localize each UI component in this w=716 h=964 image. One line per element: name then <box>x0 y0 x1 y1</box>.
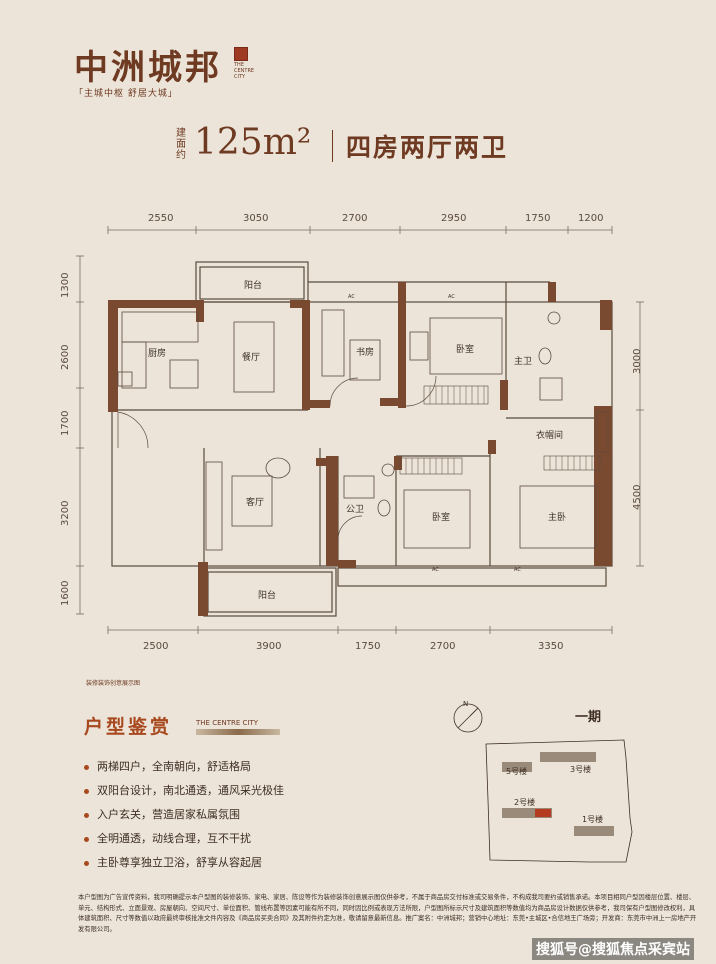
bullet-icon <box>84 812 89 818</box>
ac-label-bedroom-mid: AC <box>432 567 439 573</box>
feature-text: 入户玄关，营造居家私属氛围 <box>97 808 240 821</box>
brand-name: 中洲城邦 <box>74 48 222 88</box>
feature-item: 两梯四户，全南朝向，舒适格局 <box>84 758 251 774</box>
dim-bottom-4: 2700 <box>430 641 456 652</box>
bullet-icon <box>84 764 89 770</box>
site-phase-label: 一期 <box>575 710 602 725</box>
brand-english: THE CENTRE CITY <box>234 62 255 80</box>
room-bedroom-mid: 卧室 <box>432 513 451 523</box>
building-label-2: 2号楼 <box>514 798 536 807</box>
dim-top-4: 2950 <box>441 213 467 224</box>
compass-north-label: N <box>463 700 469 708</box>
dim-bottom-3: 1750 <box>355 641 381 652</box>
watermark: 搜狐号@搜狐焦点采宾站 <box>532 938 694 960</box>
room-public-bath: 公卫 <box>346 505 365 515</box>
dim-top-1: 2550 <box>148 213 174 224</box>
dim-top-5: 1750 <box>525 213 551 224</box>
dim-top-6: 1200 <box>578 213 604 224</box>
room-master-bedroom: 主卧 <box>548 513 567 523</box>
feature-item: 入户玄关，营造居家私属氛围 <box>84 806 240 822</box>
room-balcony-top: 阳台 <box>244 281 263 291</box>
layout-type: 四房两厅两卫 <box>346 133 509 162</box>
room-living: 客厅 <box>246 498 265 508</box>
decorative-bar <box>196 729 280 735</box>
dim-left-1: 1300 <box>60 272 71 298</box>
bullet-icon <box>84 788 89 794</box>
brand-seal-icon <box>234 47 248 61</box>
current-building-marker <box>535 809 551 817</box>
appreciation-title: 户型鉴赏 <box>84 716 173 738</box>
appreciation-english: THE CENTRE CITY <box>196 719 259 727</box>
room-balcony-bottom: 阳台 <box>258 591 277 601</box>
room-kitchen: 厨房 <box>148 349 167 359</box>
dim-left-3: 1700 <box>60 410 71 436</box>
brand-slogan: 「主城中枢 舒居大城」 <box>74 89 178 99</box>
feature-item: 双阳台设计，南北通透，通风采光极佳 <box>84 782 284 798</box>
room-study: 书房 <box>356 348 375 358</box>
feature-text: 两梯四户，全南朝向，舒适格局 <box>97 760 251 773</box>
building-label-3: 3号楼 <box>570 765 592 774</box>
dim-bottom-5: 3350 <box>538 641 564 652</box>
ac-label-bedroom: AC <box>448 294 455 300</box>
area-divider <box>332 130 333 162</box>
dim-right-1: 3000 <box>632 348 643 374</box>
area-value: 125m² <box>194 122 312 163</box>
bullet-icon <box>84 836 89 842</box>
area-label: 建面约 <box>176 128 186 161</box>
disclaimer-text: 本户型图为广告宣传资料，我司明确提示本户型图的装修装饰、家电、家居、陈设等作为装… <box>78 894 697 933</box>
feature-text: 主卧尊享独立卫浴，舒享从容起居 <box>97 856 262 869</box>
dim-left-4: 3200 <box>60 500 71 526</box>
building-label-5: 5号楼 <box>506 767 528 776</box>
bullet-icon <box>84 860 89 866</box>
floorplan-note: 装修装饰创意展示图 <box>86 680 141 687</box>
room-closet: 衣帽间 <box>536 431 564 441</box>
feature-text: 全明通透，动线合理，互不干扰 <box>97 832 251 845</box>
dim-left-2: 2600 <box>60 344 71 370</box>
feature-item: 全明通透，动线合理，互不干扰 <box>84 830 251 846</box>
building-label-1: 1号楼 <box>582 815 604 824</box>
dim-left-5: 1600 <box>60 580 71 606</box>
room-dining: 餐厅 <box>242 353 261 363</box>
feature-item: 主卧尊享独立卫浴，舒享从容起居 <box>84 854 262 870</box>
dim-bottom-2: 3900 <box>256 641 282 652</box>
ac-label-study: AC <box>348 294 355 300</box>
feature-text: 双阳台设计，南北通透，通风采光极佳 <box>97 784 284 797</box>
dim-top-2: 3050 <box>243 213 269 224</box>
dim-bottom-1: 2500 <box>143 641 169 652</box>
dim-right-2: 4500 <box>632 484 643 510</box>
room-bedroom-top: 卧室 <box>456 345 475 355</box>
ac-label-master: AC <box>514 567 521 573</box>
dim-top-3: 2700 <box>342 213 368 224</box>
room-master-bath: 主卫 <box>514 357 533 367</box>
